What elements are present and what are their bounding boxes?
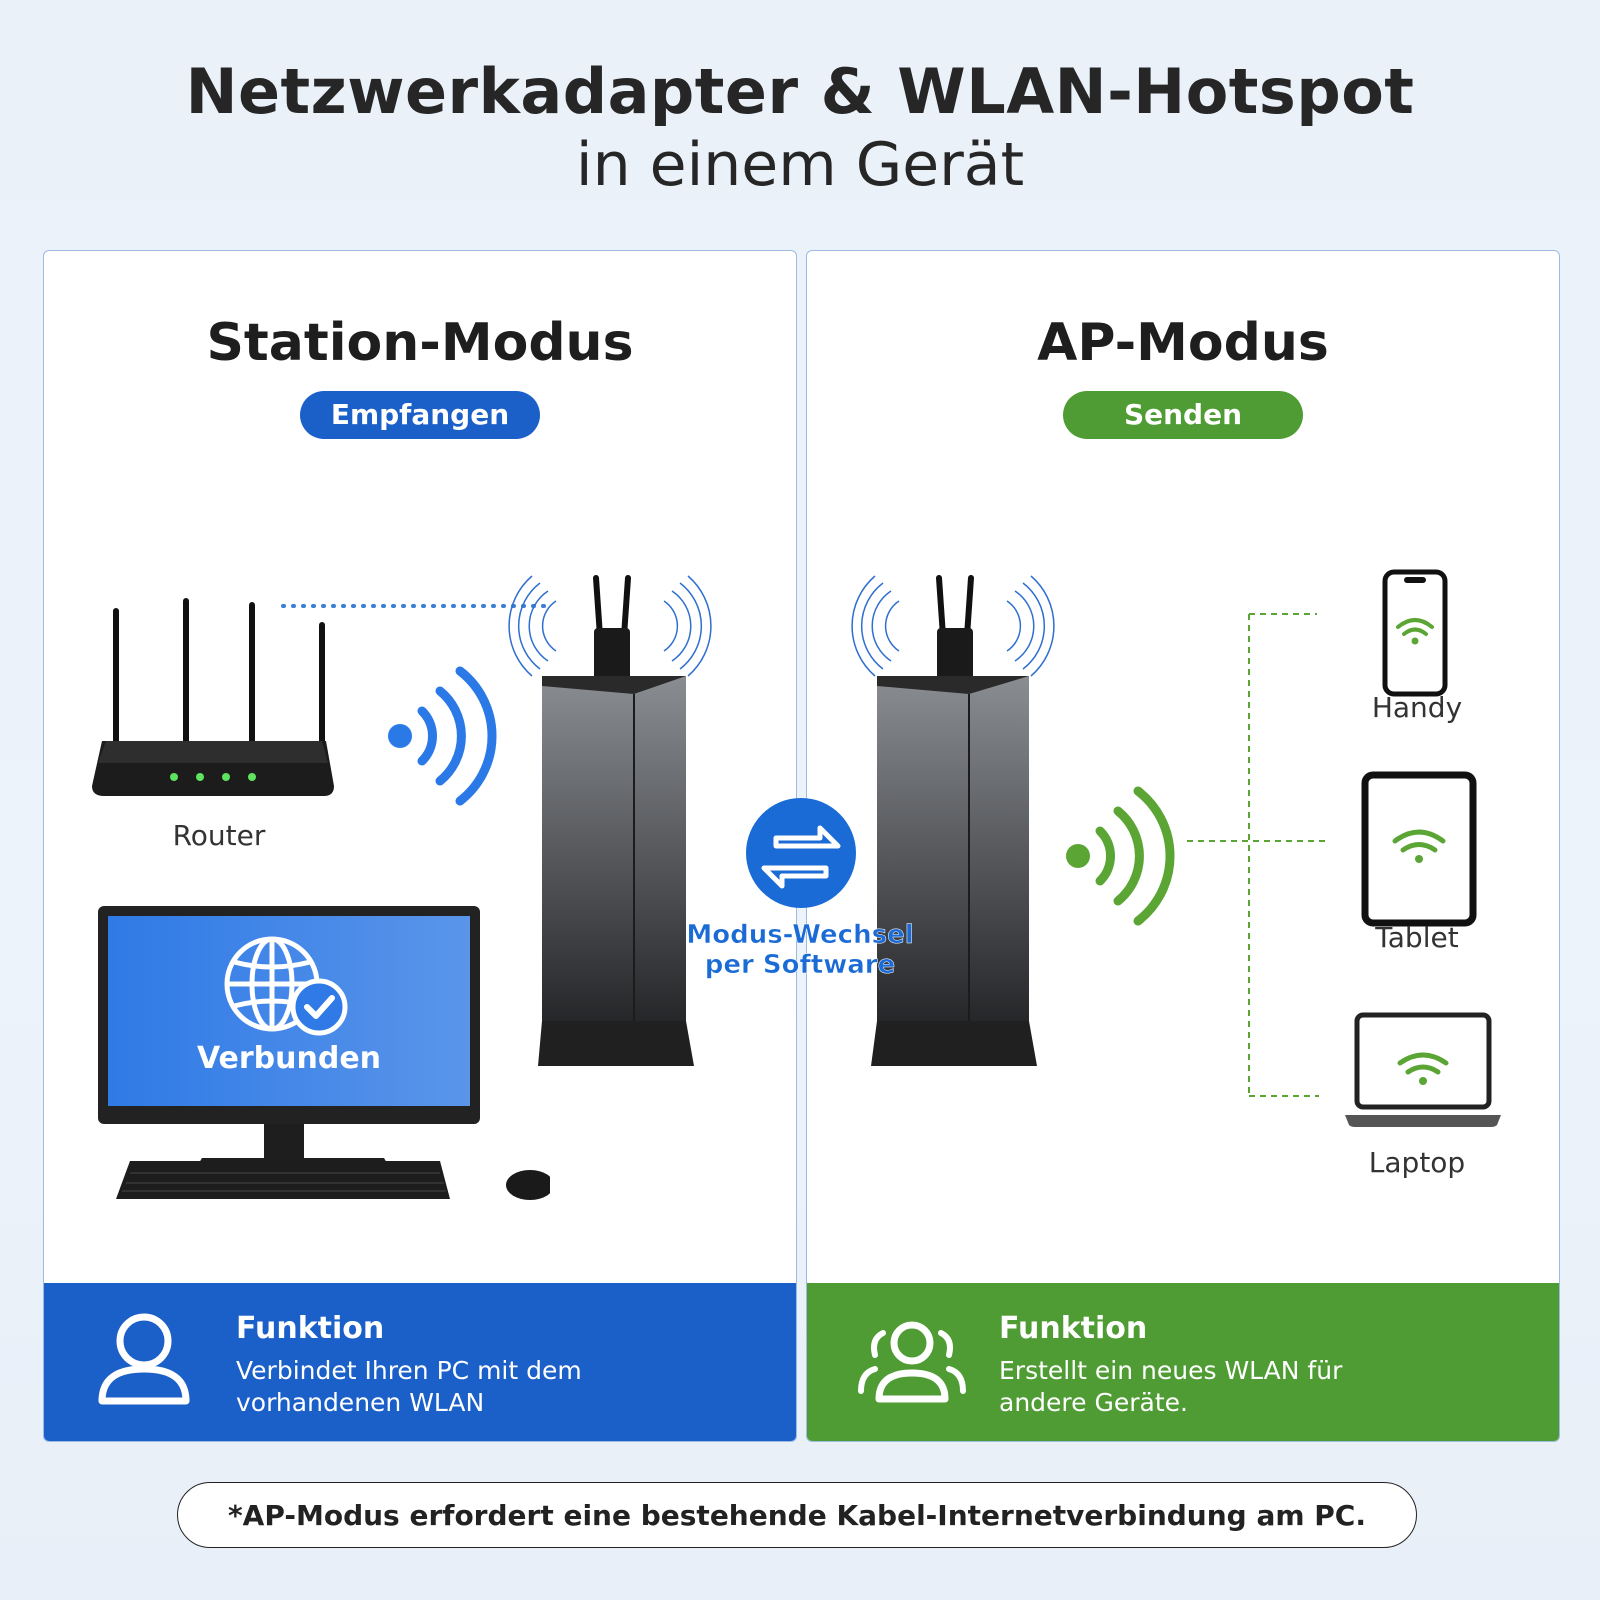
station-mode-panel: Station-Modus Empfangen Router — [43, 250, 797, 1442]
station-mode-title: Station-Modus — [206, 313, 634, 373]
device-connector-lines — [1187, 613, 1327, 1097]
laptop-icon — [1345, 1012, 1501, 1127]
globe-check-icon — [224, 936, 348, 1036]
page-subtitle: in einem Gerät — [575, 130, 1025, 200]
ap-function-text-line2: andere Geräte. — [999, 1388, 1188, 1417]
mode-switch-badge — [746, 798, 856, 908]
station-function-text-line2: vorhandenen WLAN — [236, 1388, 485, 1417]
ap-function-footer: Funktion Erstellt ein neues WLAN für and… — [807, 1283, 1559, 1441]
group-users-icon — [858, 1321, 966, 1403]
station-function-text-line1: Verbindet Ihren PC mit dem — [236, 1356, 582, 1385]
station-function-text: Verbindet Ihren PC mit dem vorhandenen W… — [236, 1355, 756, 1419]
ap-function-title: Funktion — [999, 1311, 1148, 1346]
mode-switch-line1: Modus-Wechsel — [686, 920, 914, 951]
pc-tower-adapter-icon — [851, 575, 1055, 1066]
page-title: Netzwerkadapter & WLAN-Hotspot — [185, 55, 1415, 128]
user-icon — [98, 1313, 190, 1405]
tablet-label: Tablet — [1375, 921, 1459, 954]
station-function-title: Funktion — [236, 1311, 385, 1346]
receive-badge: Empfangen — [300, 391, 540, 439]
pc-tower-adapter-icon — [508, 575, 712, 1066]
ap-mode-title: AP-Modus — [1037, 313, 1329, 373]
send-badge: Senden — [1063, 391, 1303, 439]
footnote: *AP-Modus erfordert eine bestehende Kabe… — [177, 1482, 1417, 1548]
phone-label: Handy — [1371, 691, 1463, 724]
wifi-signal-icon — [388, 666, 497, 806]
mode-switch-caption: Modus-Wechsel per Software — [650, 920, 950, 981]
mode-switch-line2: per Software — [704, 950, 896, 981]
router-icon — [92, 598, 334, 796]
connection-dotted-line — [281, 604, 547, 608]
swap-arrows-icon — [761, 825, 841, 889]
laptop-label: Laptop — [1368, 1146, 1466, 1179]
wifi-broadcast-icon — [1066, 786, 1175, 926]
router-label: Router — [172, 819, 266, 852]
tablet-icon — [1361, 771, 1477, 927]
connected-status: Verbunden — [196, 1041, 382, 1076]
keyboard-mouse-icon — [116, 1161, 550, 1200]
station-function-footer: Funktion Verbindet Ihren PC mit dem vorh… — [44, 1283, 796, 1441]
ap-mode-panel: AP-Modus Senden — [806, 250, 1560, 1442]
phone-icon — [1382, 569, 1448, 697]
ap-function-text: Erstellt ein neues WLAN für andere Gerät… — [999, 1355, 1519, 1419]
ap-function-text-line1: Erstellt ein neues WLAN für — [999, 1356, 1343, 1385]
